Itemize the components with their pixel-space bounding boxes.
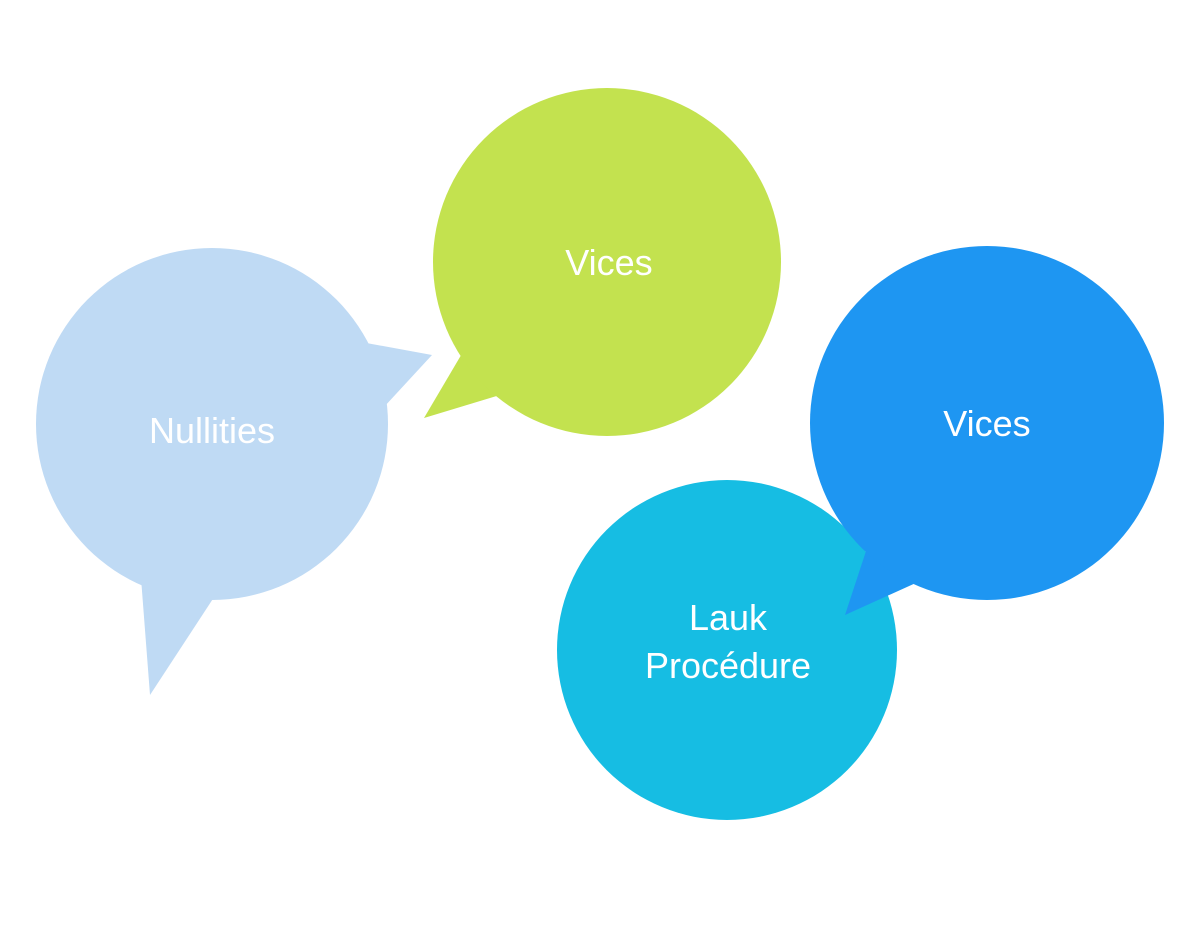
bubble-nullities-label: Nullities (149, 410, 275, 451)
bubble-lauk-procedure-body (557, 480, 897, 820)
bubble-vices-blue-body (810, 246, 1164, 600)
bubble-vices-green-label: Vices (565, 242, 652, 283)
bubble-vices-blue-tail (845, 545, 918, 615)
bubble-vices-green: Vices (424, 88, 781, 436)
bubble-vices-blue-label: Vices (943, 403, 1030, 444)
bubble-lauk-procedure-label-line-2: Procédure (645, 645, 811, 686)
bubble-nullities: Nullities (36, 248, 432, 695)
bubble-nullities-body (36, 248, 388, 600)
bubble-lauk-procedure-label-line-1: Lauk (689, 597, 768, 638)
bubble-vices-green-tail (424, 340, 510, 418)
bubble-vices-green-body (433, 88, 781, 436)
bubble-lauk-procedure: Lauk Procédure (557, 480, 897, 820)
bubble-vices-blue: Vices (810, 246, 1164, 615)
